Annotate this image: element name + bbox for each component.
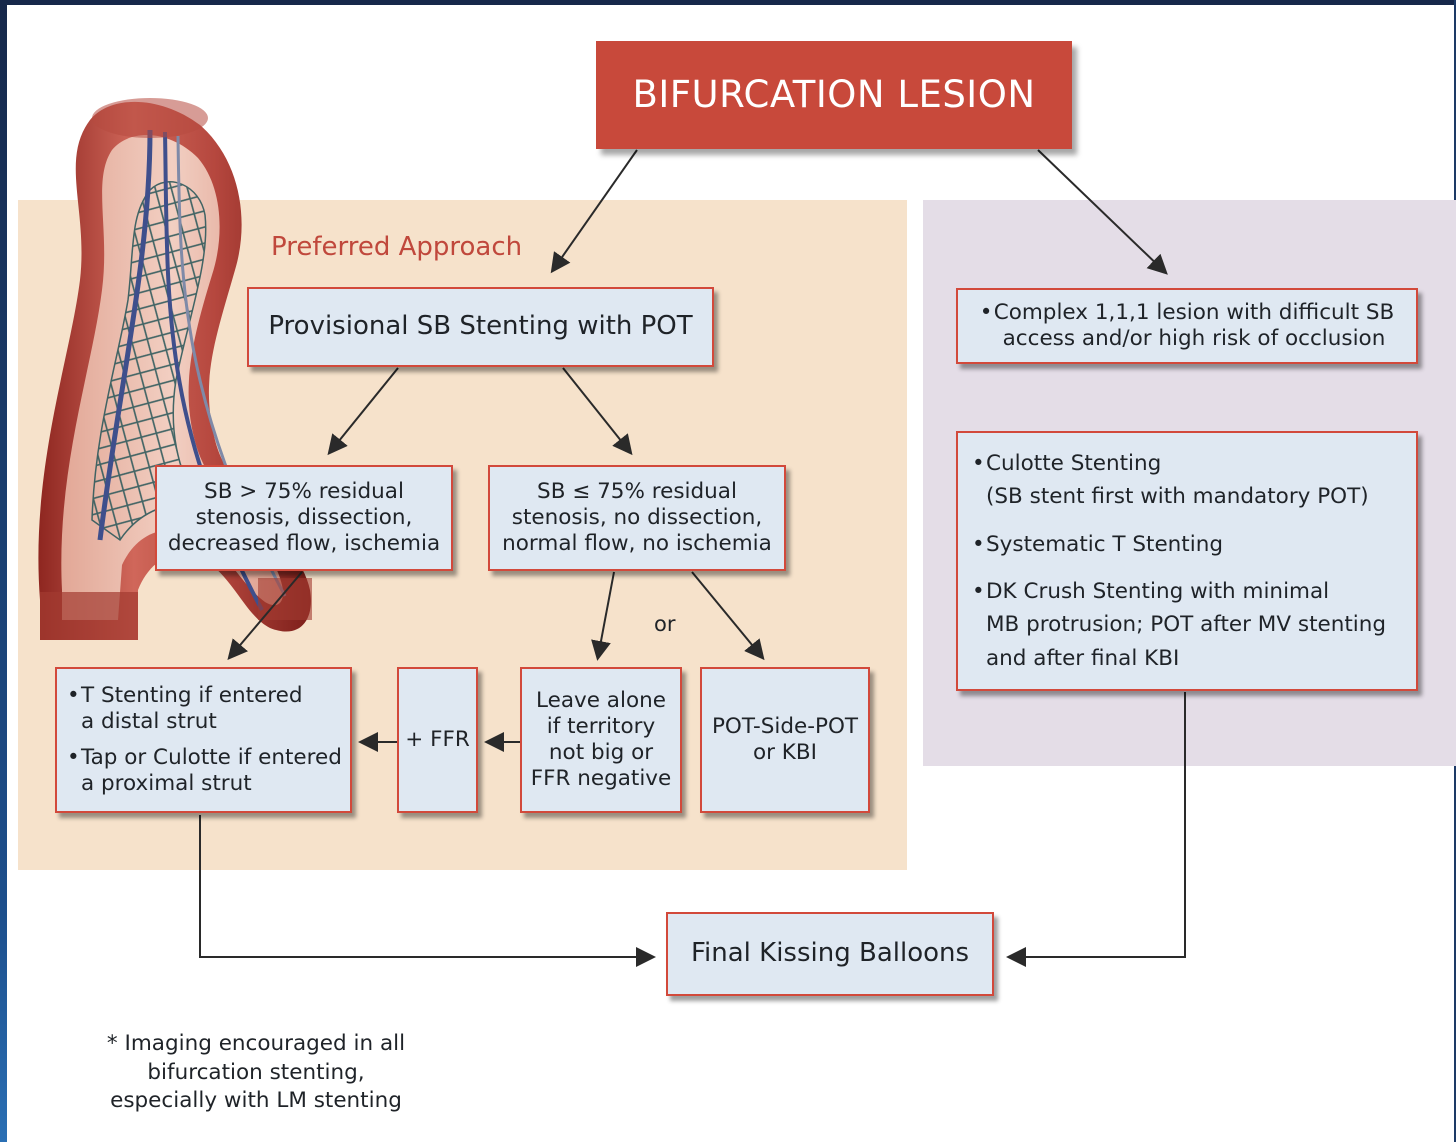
leave-line-3: not big or (531, 740, 672, 766)
sb-low-residual-box: SB ≤ 75% residual stenosis, no dissectio… (488, 465, 786, 571)
pot-side-line-2: or KBI (712, 740, 858, 766)
arrow-provisional-to-sb-high (330, 368, 398, 452)
pot-side-pot-box: POT-Side-POT or KBI (700, 667, 870, 813)
pot-side-line-1: POT-Side-POT (712, 714, 858, 740)
arrow-t-stent-to-kissing (200, 815, 652, 957)
arrow-sb-low-to-leave (598, 572, 614, 657)
sb-high-line-3: decreased flow, ischemia (168, 531, 440, 557)
final-kissing-balloons-box: Final Kissing Balloons (666, 912, 994, 996)
sb-high-line-2: stenosis, dissection, (168, 505, 440, 531)
bifurcation-lesion-title: BIFURCATION LESION (596, 41, 1072, 149)
provisional-text: Provisional SB Stenting with POT (268, 311, 692, 343)
ffr-text: + FFR (405, 727, 470, 753)
arrow-culotte-to-kissing (1010, 692, 1185, 957)
leave-line-2: if territory (531, 714, 672, 740)
dk-crush-bullet: DK Crush Stenting with minimal MB protru… (972, 575, 1386, 675)
arrow-title-to-complex (1038, 150, 1165, 272)
sb-high-line-1: SB > 75% residual (168, 479, 440, 505)
t-stenting-box: T Stenting if entered a distal strut Tap… (55, 667, 352, 813)
leave-line-1: Leave alone (531, 688, 672, 714)
complex-lesion-bullet: Complex 1,1,1 lesion with difficult SB a… (980, 300, 1395, 352)
arrow-title-to-provisional (553, 150, 637, 270)
sb-low-line-1: SB ≤ 75% residual (502, 479, 772, 505)
footnote-line-2: bifurcation stenting, (98, 1059, 414, 1088)
systematic-t-bullet: Systematic T Stenting (972, 528, 1386, 561)
kissing-text: Final Kissing Balloons (691, 938, 969, 970)
t-stenting-bullet: T Stenting if entered a distal strut (67, 683, 342, 735)
sb-low-line-2: stenosis, no dissection, (502, 505, 772, 531)
leave-alone-box: Leave alone if territory not big or FFR … (520, 667, 682, 813)
leave-line-4: FFR negative (531, 766, 672, 792)
arrow-provisional-to-sb-low (563, 368, 630, 452)
tap-culotte-bullet: Tap or Culotte if entered a proximal str… (67, 745, 342, 797)
provisional-sb-stenting-box: Provisional SB Stenting with POT (247, 287, 714, 367)
or-label: or (654, 612, 675, 636)
ffr-box: + FFR (397, 667, 478, 813)
sb-high-residual-box: SB > 75% residual stenosis, dissection, … (155, 465, 453, 571)
preferred-approach-label: Preferred Approach (271, 232, 522, 262)
arrow-sb-low-to-pot-side (692, 572, 762, 657)
arrow-sb-high-to-t-stent (230, 572, 302, 657)
imaging-footnote: * Imaging encouraged in all bifurcation … (98, 1030, 414, 1116)
culotte-options-box: Culotte Stenting (SB stent first with ma… (956, 431, 1418, 691)
title-text: BIFURCATION LESION (632, 72, 1035, 117)
footnote-line-1: * Imaging encouraged in all (98, 1030, 414, 1059)
complex-lesion-box: Complex 1,1,1 lesion with difficult SB a… (956, 288, 1418, 364)
culotte-bullet: Culotte Stenting (SB stent first with ma… (972, 447, 1386, 514)
footnote-line-3: especially with LM stenting (98, 1087, 414, 1116)
sb-low-line-3: normal flow, no ischemia (502, 531, 772, 557)
